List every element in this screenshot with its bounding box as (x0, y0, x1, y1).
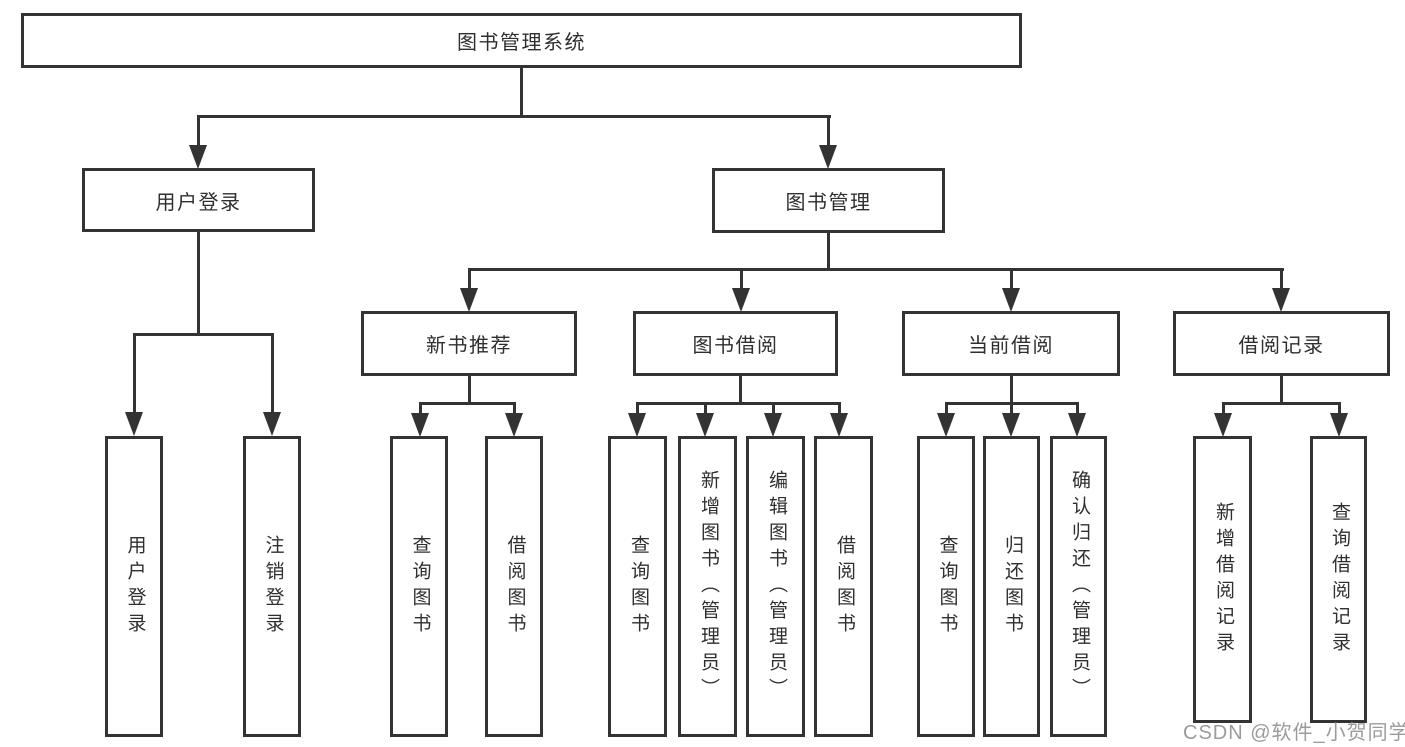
leaf-borrow-books-recommend: 借阅图书 (485, 436, 543, 737)
arrowhead-down-icon (1214, 413, 1232, 437)
arrowhead-down-icon (505, 413, 523, 437)
node-library-management-system: 图书管理系统 (21, 13, 1022, 68)
node-book-borrowing: 图书借阅 (633, 311, 838, 376)
arrowhead-down-icon (628, 413, 646, 437)
connector-stem (636, 402, 639, 415)
connector-book-mgmt-horizontal (468, 268, 1284, 271)
connector-stem (133, 333, 136, 414)
arrowhead-down-icon (1068, 413, 1086, 437)
arrowhead-down-icon (732, 288, 750, 312)
connector-stem (513, 402, 516, 415)
connector-root-horizontal (197, 115, 831, 118)
leaf-query-books-current: 查询图书 (917, 436, 975, 737)
leaf-edit-books-admin: 编辑图书（管理员） (746, 436, 805, 737)
csdn-watermark: CSDN @软件_小贺同学 (1183, 722, 1405, 744)
connector-stem (271, 333, 274, 414)
arrowhead-down-icon (830, 413, 848, 437)
arrowhead-down-icon (1002, 288, 1020, 312)
connector-current-borrow-vertical (1010, 376, 1013, 405)
node-current-borrowing: 当前借阅 (902, 311, 1120, 376)
arrowhead-down-icon (189, 145, 207, 169)
connector-user-login-vertical (197, 232, 200, 336)
arrowhead-down-icon (764, 413, 782, 437)
arrowhead-down-icon (1002, 413, 1020, 437)
arrowhead-down-icon (937, 413, 955, 437)
connector-stem (1010, 268, 1013, 292)
connector-stem (1222, 402, 1225, 415)
connector-stem (838, 402, 841, 415)
connector-new-book-vertical (468, 376, 471, 405)
arrowhead-down-icon (263, 412, 281, 436)
connector-book-mgmt-vertical (827, 233, 830, 271)
connector-stem (827, 115, 830, 148)
connector-root-vertical (520, 68, 523, 118)
connector-stem (468, 268, 471, 292)
leaf-query-books-recommend: 查询图书 (390, 436, 448, 737)
arrowhead-down-icon (125, 412, 143, 436)
arrowhead-down-icon (411, 413, 429, 437)
connector-stem (419, 402, 422, 415)
connector-stem (1338, 402, 1341, 415)
connector-stem (1010, 402, 1013, 415)
leaf-query-books-borrowing: 查询图书 (608, 436, 667, 737)
node-user-login: 用户登录 (82, 168, 315, 232)
connector-user-login-horizontal (133, 333, 274, 336)
connector-new-book-horizontal (419, 402, 516, 405)
connector-stem (704, 402, 707, 415)
arrowhead-down-icon (1330, 413, 1348, 437)
leaf-borrow-books: 借阅图书 (814, 436, 873, 737)
leaf-logout: 注销登录 (243, 436, 301, 737)
connector-records-horizontal (1222, 402, 1341, 405)
leaf-add-borrow-record: 新增借阅记录 (1193, 436, 1252, 723)
connector-records-vertical (1280, 376, 1283, 405)
connector-book-borrow-horizontal (636, 402, 841, 405)
connector-stem (740, 268, 743, 292)
connector-stem (1076, 402, 1079, 415)
connector-stem (772, 402, 775, 415)
leaf-user-login: 用户登录 (105, 436, 163, 737)
node-book-management: 图书管理 (712, 168, 945, 233)
node-borrowing-records: 借阅记录 (1173, 311, 1390, 376)
leaf-confirm-return-admin: 确认归还（管理员） (1050, 436, 1107, 737)
leaf-add-books-admin: 新增图书（管理员） (678, 436, 737, 737)
leaf-return-books: 归还图书 (983, 436, 1040, 737)
node-new-book-recommend: 新书推荐 (361, 311, 577, 376)
arrowhead-down-icon (696, 413, 714, 437)
arrowhead-down-icon (1272, 288, 1290, 312)
connector-stem (197, 115, 200, 148)
connector-book-borrow-vertical (739, 376, 742, 405)
connector-stem (945, 402, 948, 415)
arrowhead-down-icon (819, 145, 837, 169)
leaf-query-borrow-record: 查询借阅记录 (1310, 436, 1367, 723)
connector-stem (1280, 268, 1283, 292)
arrowhead-down-icon (460, 288, 478, 312)
